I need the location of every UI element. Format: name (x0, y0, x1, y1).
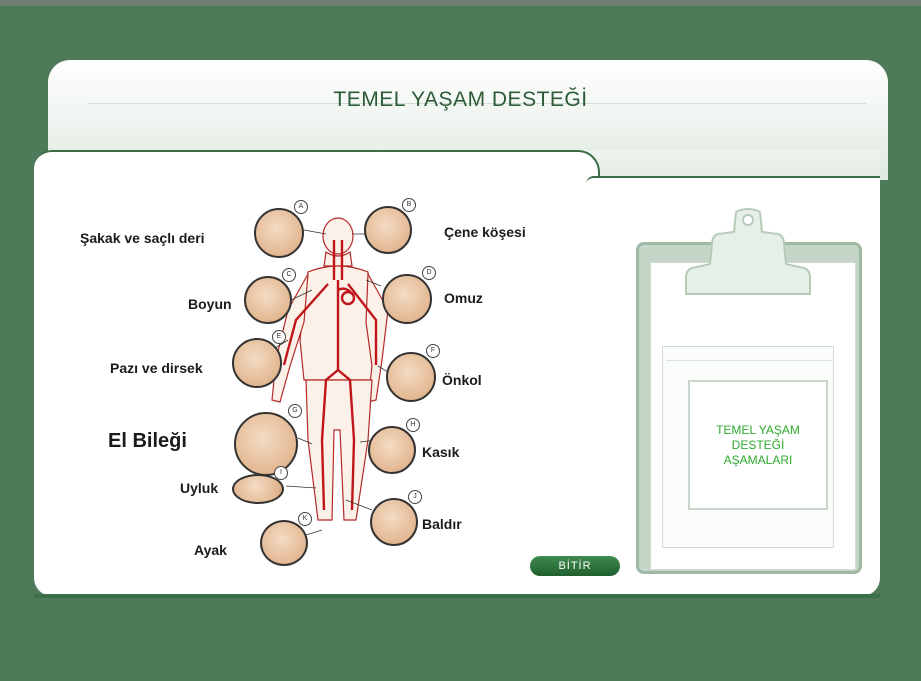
marker-b: B (402, 198, 416, 212)
label-sakak: Şakak ve saçlı deri (80, 230, 205, 246)
detail-pazi: E (232, 338, 282, 388)
marker-c: C (282, 268, 296, 282)
detail-sakak: A (254, 208, 304, 258)
detail-onkol: F (386, 352, 436, 402)
label-baldir: Baldır (422, 516, 462, 532)
label-onkol: Önkol (442, 372, 482, 388)
label-uyluk: Uyluk (180, 480, 218, 496)
marker-e: E (272, 330, 286, 344)
detail-boyun: C (244, 276, 292, 324)
marker-d: D (422, 266, 436, 280)
label-omuz: Omuz (444, 290, 483, 306)
detail-baldir: J (370, 498, 418, 546)
label-boyun: Boyun (188, 296, 232, 312)
detail-uyluk: I (232, 474, 284, 504)
label-cene: Çene köşesi (444, 224, 526, 240)
marker-f: F (426, 344, 440, 358)
card-edge (586, 176, 880, 184)
label-kasik: Kasık (422, 444, 459, 460)
pulse-points-illustration: Şakak ve saçlı deri A Çene köşesi B Boyu… (76, 190, 546, 585)
label-ayak: Ayak (194, 542, 227, 558)
stages-button-label: TEMEL YAŞAM DESTEĞİ AŞAMALARI (703, 423, 813, 468)
clipboard-clip-icon (678, 208, 818, 298)
label-pazi: Pazı ve dirsek (110, 360, 203, 376)
top-border (0, 0, 921, 6)
marker-h: H (406, 418, 420, 432)
detail-cene: B (364, 206, 412, 254)
finish-button[interactable]: BİTİR (530, 556, 620, 576)
page-title: TEMEL YAŞAM DESTEĞİ (0, 88, 921, 112)
card-bottom-border (34, 594, 880, 598)
detail-bilek: G (234, 412, 298, 476)
label-bilek: El Bileği (108, 430, 187, 453)
marker-a: A (294, 200, 308, 214)
marker-i: I (274, 466, 288, 480)
detail-kasik: H (368, 426, 416, 474)
marker-k: K (298, 512, 312, 526)
marker-j: J (408, 490, 422, 504)
marker-g: G (288, 404, 302, 418)
clipboard-rule (666, 360, 834, 361)
detail-omuz: D (382, 274, 432, 324)
stages-button[interactable]: TEMEL YAŞAM DESTEĞİ AŞAMALARI (688, 380, 828, 510)
detail-ayak: K (260, 520, 308, 566)
